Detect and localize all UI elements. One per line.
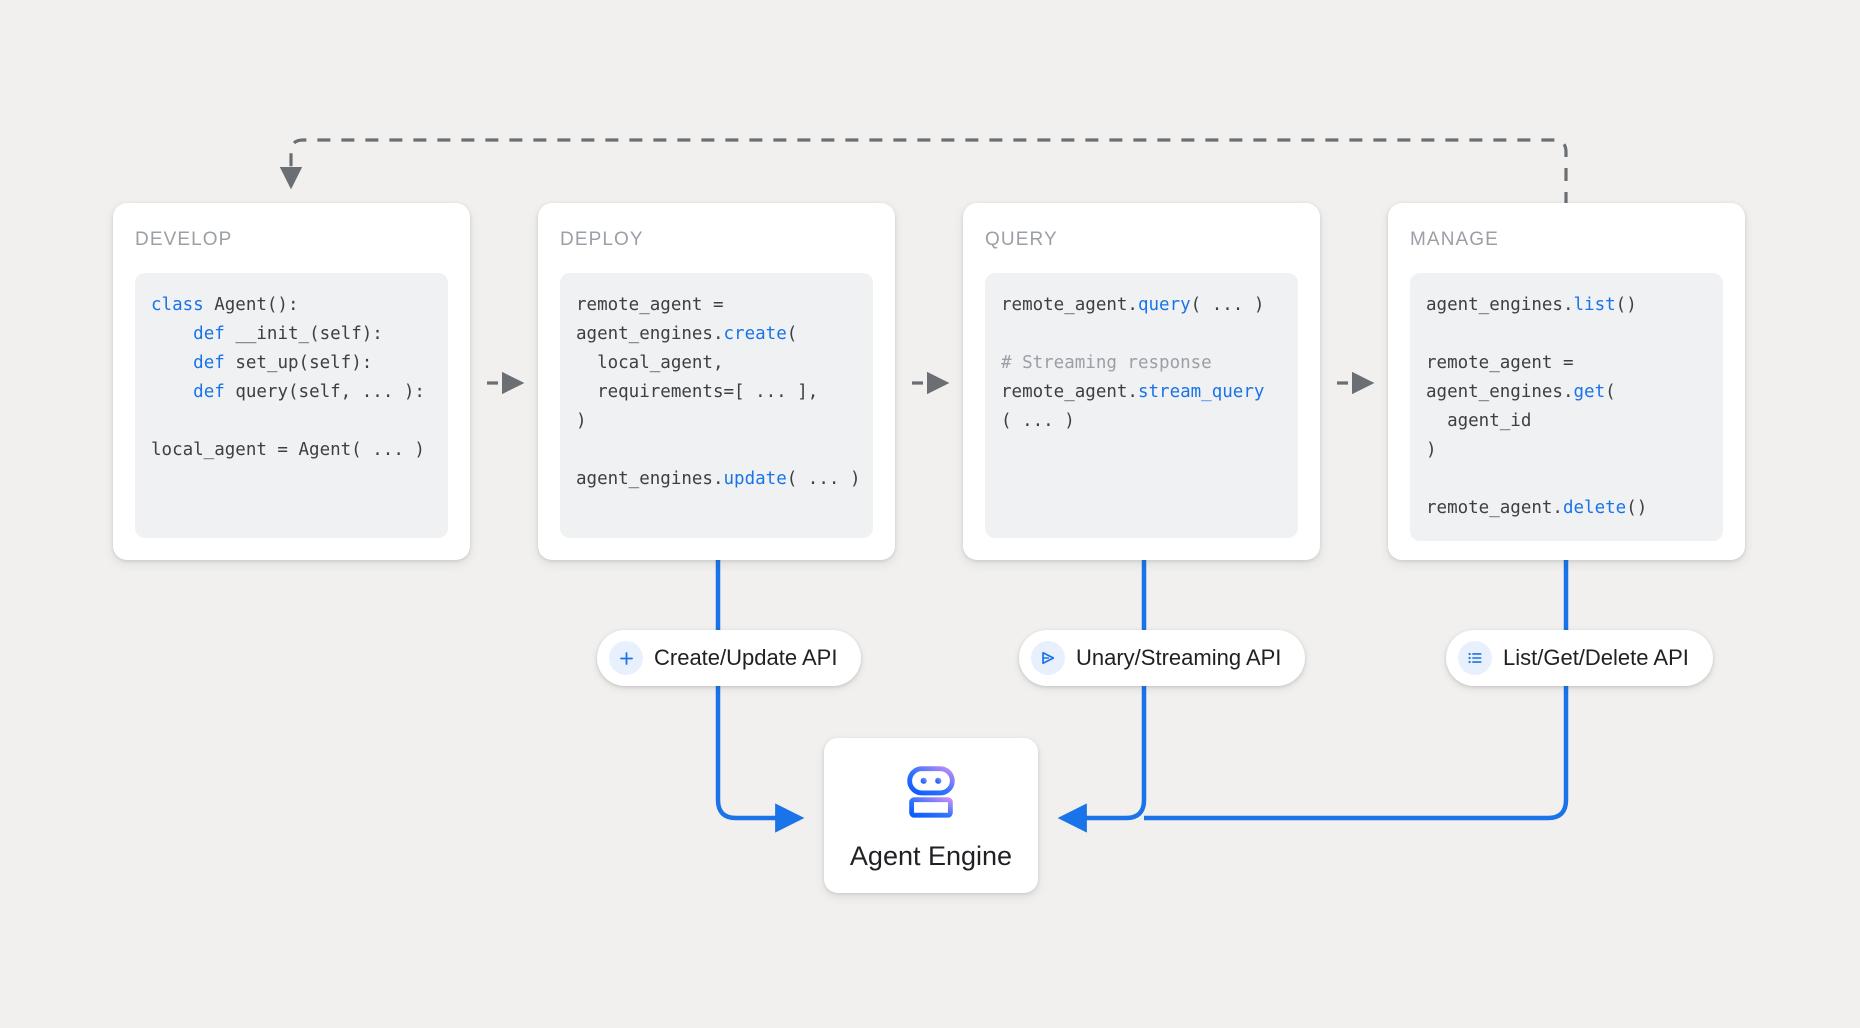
stage-card-develop[interactable]: DEVELOP class Agent(): def __init_(self)…: [113, 203, 470, 560]
plus-icon: [609, 641, 643, 675]
api-pill-create-update[interactable]: Create/Update API: [597, 630, 862, 686]
code-block-develop: class Agent(): def __init_(self): def se…: [135, 273, 448, 538]
wire-query-to-agent-engine: [1057, 560, 1147, 833]
list-icon: [1458, 641, 1492, 675]
wire-manage-to-agent-engine: [1144, 560, 1569, 821]
stage-title-query: QUERY: [985, 229, 1058, 250]
robot-icon: [900, 760, 962, 827]
api-pill-label: Create/Update API: [654, 645, 838, 670]
stage-card-query[interactable]: QUERY remote_agent.query( ... ) # Stream…: [963, 203, 1320, 560]
agent-engine-node[interactable]: Agent Engine: [824, 738, 1038, 893]
code-block-manage: agent_engines.list() remote_agent = agen…: [1410, 273, 1723, 541]
stage-card-deploy[interactable]: DEPLOY remote_agent = agent_engines.crea…: [538, 203, 895, 560]
stage-title-manage: MANAGE: [1410, 229, 1499, 250]
code-block-query: remote_agent.query( ... ) # Streaming re…: [985, 273, 1298, 538]
api-pill-label: List/Get/Delete API: [1503, 645, 1689, 670]
stage-title-develop: DEVELOP: [135, 229, 233, 250]
stage-title-deploy: DEPLOY: [560, 229, 644, 250]
api-pill-list-get-delete[interactable]: List/Get/Delete API: [1446, 630, 1713, 686]
send-icon: [1031, 641, 1065, 675]
api-pill-unary-streaming[interactable]: Unary/Streaming API: [1019, 630, 1306, 686]
code-block-deploy: remote_agent = agent_engines.create( loc…: [560, 273, 873, 538]
stage-card-manage[interactable]: MANAGE agent_engines.list() remote_agent…: [1388, 203, 1745, 560]
agent-engine-label: Agent Engine: [849, 840, 1013, 871]
api-pill-label: Unary/Streaming API: [1076, 645, 1282, 670]
wire-deploy-to-agent-engine: [715, 560, 805, 833]
feedback-loop-arrow: [279, 138, 1568, 205]
